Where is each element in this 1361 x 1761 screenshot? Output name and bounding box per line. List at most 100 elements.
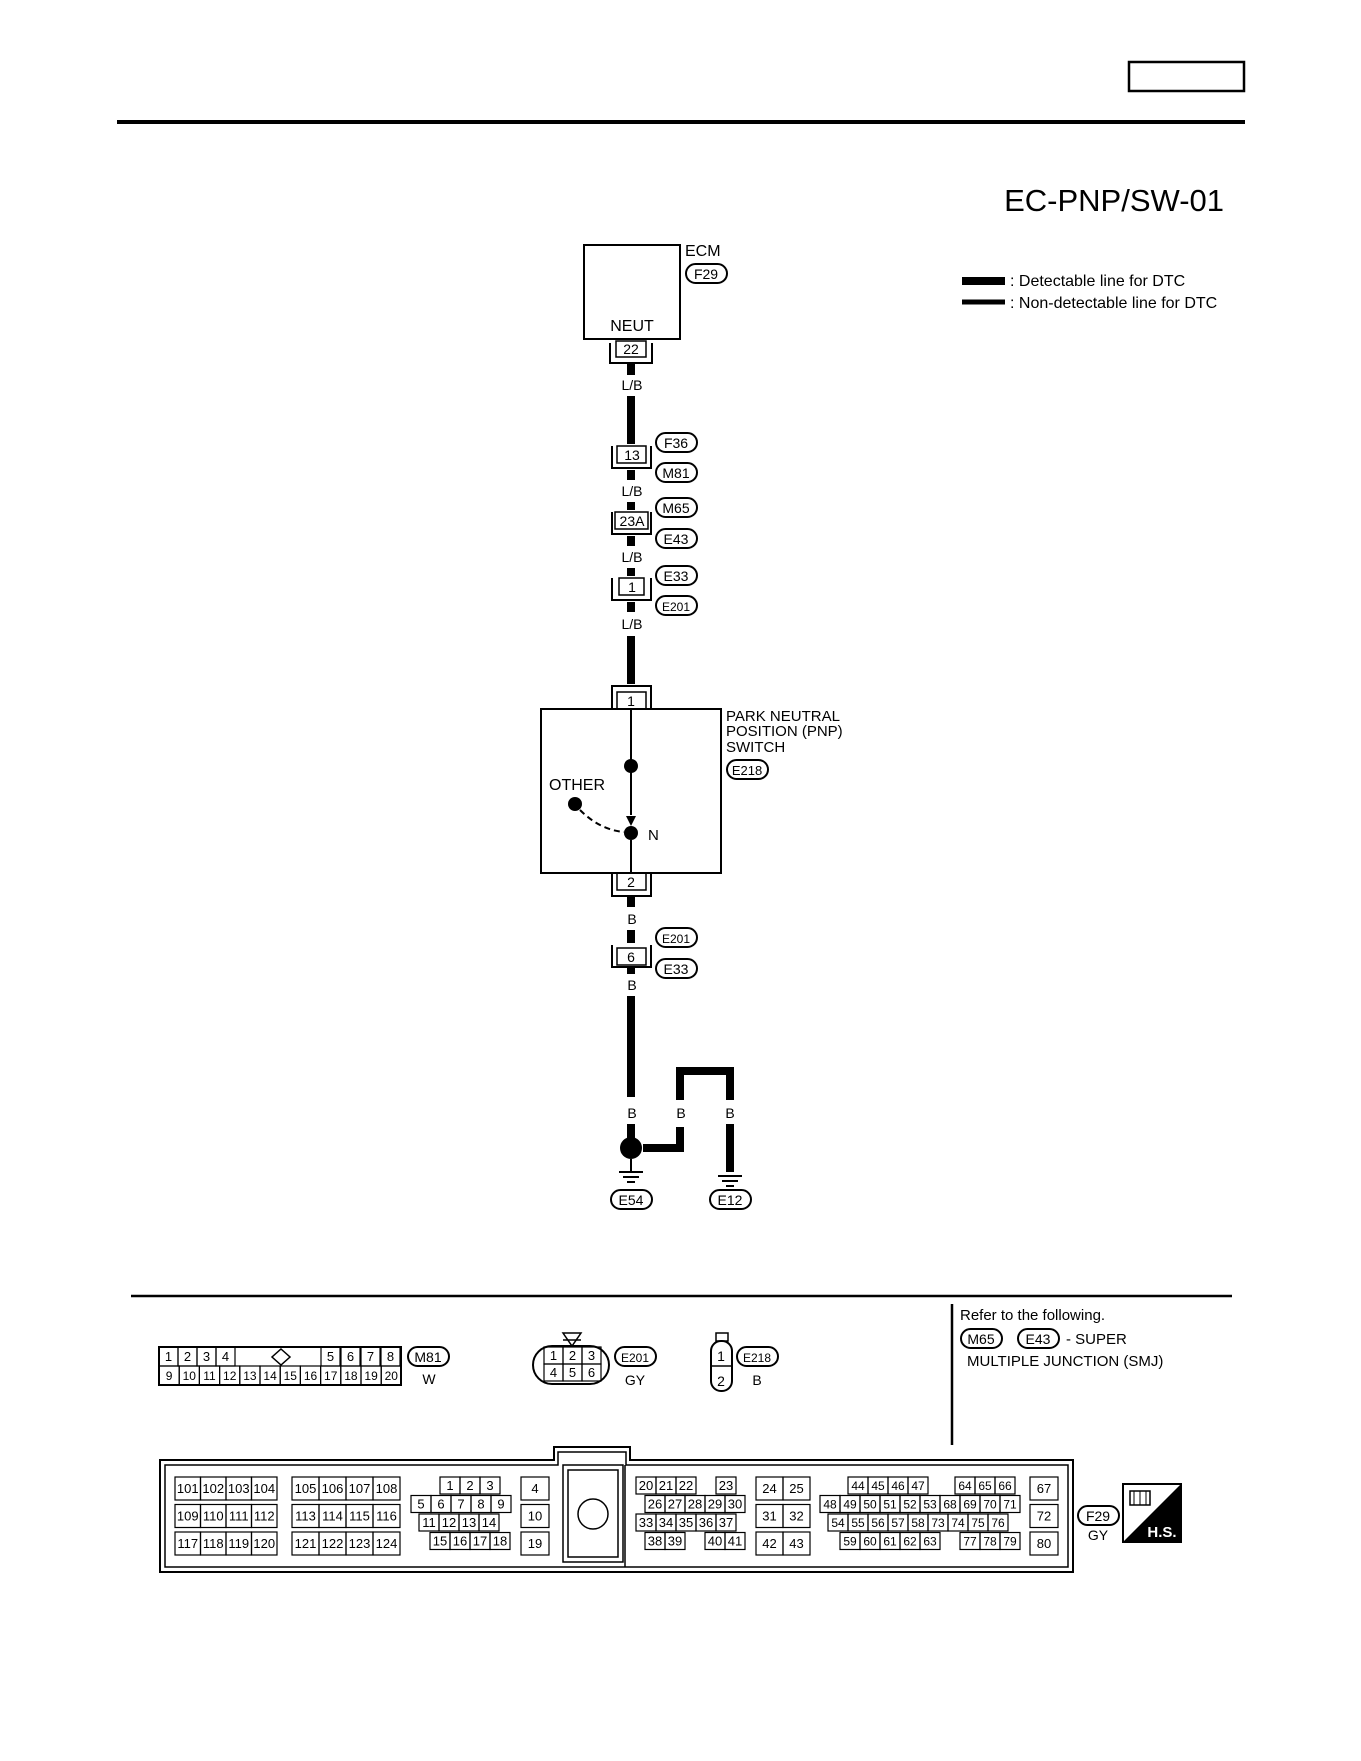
pin-label: 6 [588, 1365, 595, 1380]
junction-terminal-13: 13 [624, 447, 640, 463]
pin-cell [250, 1476, 278, 1501]
pin-label: 74 [951, 1516, 965, 1530]
pin-label: 2 [184, 1349, 191, 1364]
pin-label: 22 [679, 1478, 693, 1493]
pin-label: 51 [883, 1497, 897, 1511]
pin-label: 15 [433, 1534, 447, 1549]
pin-label: 114 [322, 1509, 343, 1524]
pin-label: 37 [719, 1515, 733, 1530]
pnp-label-line1: PARK NEUTRAL [726, 708, 840, 725]
refer-connector-e43: E43 [1026, 1331, 1051, 1347]
pin-label: 17 [324, 1369, 338, 1383]
pin-cell [478, 1513, 500, 1532]
pin-label: 30 [728, 1497, 742, 1512]
pin-label: 107 [349, 1481, 371, 1496]
e201-view-color: GY [625, 1372, 646, 1388]
pin-label: 112 [254, 1509, 275, 1524]
pin-cell [987, 1513, 1009, 1532]
pin-label: 34 [659, 1515, 673, 1530]
pnp-label-line2: POSITION (PNP) [726, 723, 843, 740]
connector-e43: E43 [664, 531, 689, 547]
pin-label: 40 [708, 1534, 722, 1549]
pin-cell [1029, 1476, 1059, 1501]
e218-view-code: E218 [743, 1351, 771, 1365]
pnp-n-label: N [648, 827, 659, 844]
pin-label: 103 [228, 1481, 250, 1496]
pin-label: 46 [891, 1479, 905, 1493]
wire-color-lb-1: L/B [621, 377, 642, 393]
pin-cell [581, 1363, 602, 1382]
pin-label: 50 [863, 1497, 877, 1511]
pin-label: 52 [903, 1497, 917, 1511]
m81-view-code: M81 [414, 1349, 441, 1365]
pin-cell [520, 1476, 550, 1501]
connector-m65: M65 [662, 500, 689, 516]
ecm-connector-badge [685, 263, 728, 284]
pin-cell [907, 1476, 929, 1495]
pin-label: 53 [923, 1497, 937, 1511]
pin-label: 61 [883, 1534, 897, 1548]
pin-cell [782, 1503, 811, 1529]
pin-label: 63 [923, 1534, 937, 1548]
harness-side-badge: H.S. [1122, 1483, 1182, 1543]
pin-label: 31 [762, 1509, 776, 1524]
pnp-terminal-1: 1 [627, 693, 635, 709]
connector-e33-b: E33 [664, 961, 689, 977]
pin-label: 11 [203, 1369, 216, 1383]
wire-color-b-5: B [725, 1105, 734, 1121]
pin-label: 12 [223, 1369, 237, 1383]
pin-label: 8 [477, 1497, 484, 1512]
pin-label: 1 [446, 1478, 453, 1493]
pin-label: 78 [983, 1534, 997, 1548]
page-number-box [1127, 60, 1246, 93]
pin-cell [999, 1494, 1021, 1514]
pin-label: 3 [486, 1478, 493, 1493]
pin-label: 35 [679, 1515, 693, 1530]
pin-label: 75 [971, 1516, 985, 1530]
pin-label: 2 [466, 1478, 473, 1493]
legend-detectable-text: : Detectable line for DTC [1010, 273, 1185, 290]
pin-cell [520, 1531, 550, 1556]
wire-color-b-4: B [676, 1105, 685, 1121]
pin-cell [490, 1494, 512, 1514]
pin-label: 20 [385, 1369, 399, 1383]
pin-label: 1 [165, 1349, 172, 1364]
junction-connector-23a: 23A M65 E43 [611, 497, 698, 549]
pin-label: 7 [367, 1349, 374, 1364]
pin-cell [1029, 1503, 1059, 1529]
ground-e54: E54 [610, 1159, 653, 1210]
pin-label: 10 [183, 1369, 197, 1383]
pin-label: 55 [851, 1516, 865, 1530]
pin-label: 71 [1003, 1497, 1017, 1511]
pin-label: 77 [963, 1534, 977, 1548]
pin-label: 1 [550, 1348, 557, 1363]
pin-cell [664, 1531, 686, 1551]
junction-terminal-23a: 23A [620, 513, 646, 529]
pin-label: 123 [349, 1536, 371, 1551]
e218-pin-1: 1 [717, 1348, 725, 1364]
pin-label: 105 [295, 1481, 317, 1496]
wire-color-b-2: B [627, 977, 636, 993]
pin-label: 9 [166, 1369, 173, 1383]
pin-label: 118 [203, 1536, 224, 1551]
connector-view-e218: 1 2 E218 B [710, 1332, 779, 1392]
wire-lb-segments: L/B L/B L/B L/B [621, 363, 643, 684]
ground-e12-code: E12 [718, 1192, 743, 1208]
pin-label: 26 [648, 1497, 662, 1512]
ground-e54-code: E54 [619, 1192, 644, 1208]
pin-cell [380, 1365, 403, 1386]
pin-label: 102 [202, 1481, 224, 1496]
ecm-connector-code: F29 [694, 266, 718, 282]
ecm-terminal-number: 22 [623, 341, 639, 357]
pin-label: 42 [762, 1536, 776, 1551]
ground-e12: E12 [709, 1175, 752, 1210]
pin-label: 48 [823, 1497, 837, 1511]
pin-label: 29 [708, 1497, 722, 1512]
f29-view-color: GY [1088, 1527, 1109, 1543]
wire-color-lb-2: L/B [621, 483, 642, 499]
pin-cell [372, 1503, 401, 1529]
pin-cell [782, 1531, 811, 1556]
pin-label: 6 [347, 1349, 354, 1364]
